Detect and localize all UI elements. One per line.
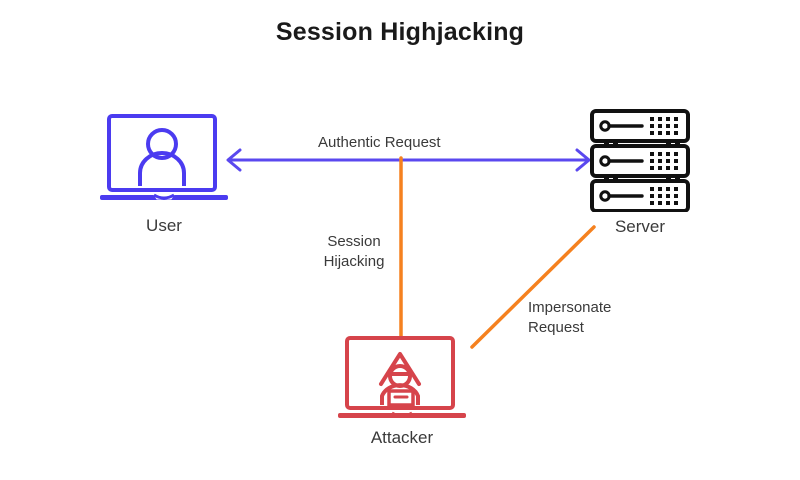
edge-authentic-request — [226, 148, 591, 172]
arrowhead-right-icon — [575, 148, 591, 172]
edge-label-impersonate-request-line2: Request — [528, 319, 584, 336]
arrowhead-left-icon — [226, 148, 242, 172]
laptop-user-icon — [100, 114, 228, 200]
edge-label-impersonate-request: Impersonate Request — [528, 298, 611, 338]
page-title: Session Highjacking — [275, 18, 525, 46]
edge-label-session-hijacking: Session Hijacking — [312, 232, 396, 272]
edge-label-authentic-request: Authentic Request — [318, 134, 441, 151]
node-attacker[interactable] — [338, 334, 466, 429]
node-label-server: Server — [614, 217, 666, 236]
edge-label-session-hijacking-line1: Session — [327, 233, 381, 250]
node-label-user: User — [146, 216, 182, 235]
node-server[interactable] — [588, 108, 692, 217]
node-label-attacker: Attacker — [370, 428, 434, 447]
server-tier-1 — [590, 109, 690, 143]
edge-impersonate-request — [470, 225, 596, 349]
server-tier-2 — [590, 144, 690, 178]
server-rack-icon — [590, 109, 690, 213]
laptop-hacker-icon — [338, 336, 466, 418]
node-user[interactable] — [100, 112, 228, 213]
edge-label-impersonate-request-line1: Impersonate — [528, 299, 612, 316]
server-tier-3 — [590, 179, 690, 213]
edge-label-session-hijacking-line2: Hijacking — [323, 253, 385, 270]
